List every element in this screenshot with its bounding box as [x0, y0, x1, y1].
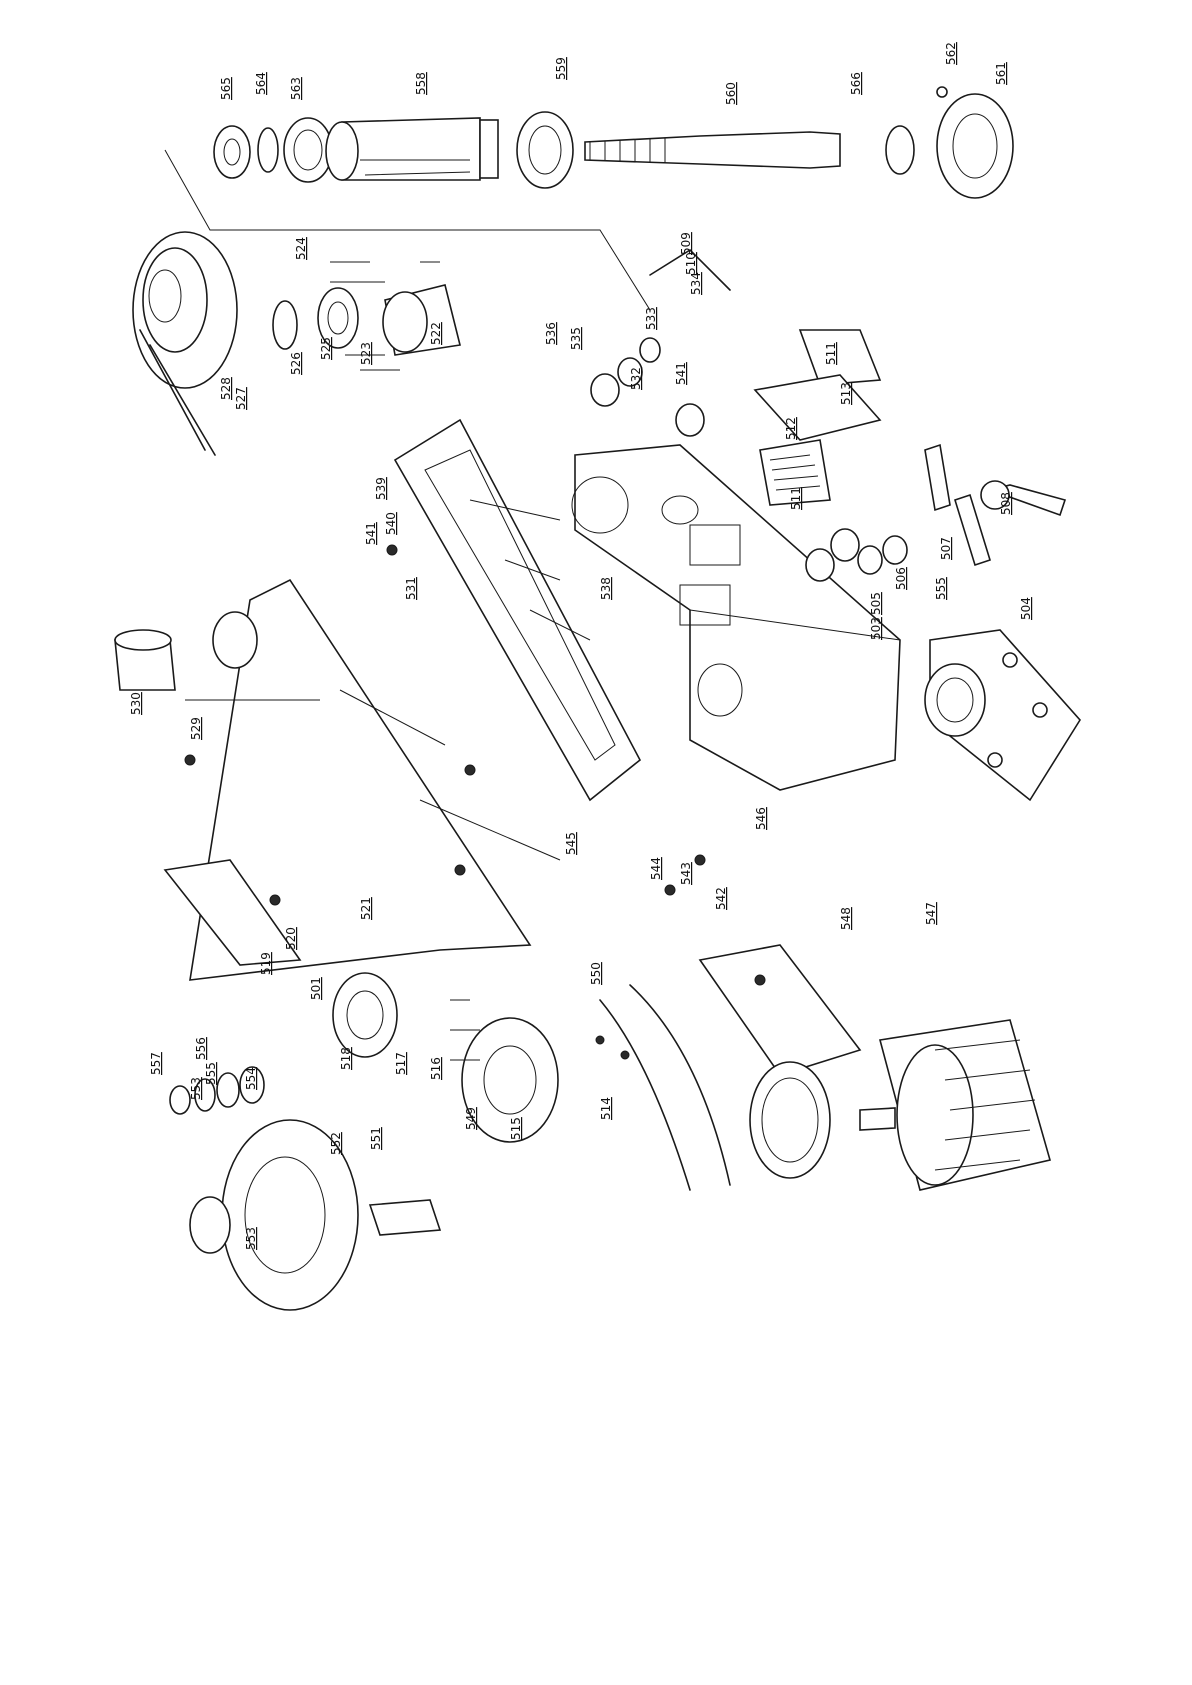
part-label: 555 [934, 577, 948, 600]
part-label: 531 [404, 577, 418, 600]
part-label: 506 [894, 567, 908, 590]
part-label: 566 [849, 72, 863, 95]
part-label: 520 [284, 927, 298, 950]
part-label: 546 [754, 807, 768, 830]
part-label: 526 [289, 352, 303, 375]
part-label: 564 [254, 72, 268, 95]
part-label: 552 [329, 1132, 343, 1155]
motor-mount [925, 630, 1080, 800]
part-label: 563 [289, 77, 303, 100]
part-label: 525 [319, 337, 333, 360]
part-label: 541 [674, 362, 688, 385]
part-label: 544 [649, 857, 663, 880]
part-label: 503 [869, 617, 883, 640]
part-label: 548 [839, 907, 853, 930]
part-label: 559 [554, 57, 568, 80]
part-label: 550 [589, 962, 603, 985]
part-label: 530 [129, 692, 143, 715]
part-label: 508 [999, 492, 1013, 515]
part-label: 501 [309, 977, 323, 1000]
cup [115, 630, 175, 690]
part-label: 534 [689, 272, 703, 295]
part-label: 517 [394, 1052, 408, 1075]
part-label: 545 [564, 832, 578, 855]
part-label: 557 [149, 1052, 163, 1075]
side-plates [755, 330, 880, 505]
motor [860, 1020, 1050, 1190]
part-label: 514 [599, 1097, 613, 1120]
part-label: 513 [839, 382, 853, 405]
part-label: 510 [684, 252, 698, 275]
part-label: 527 [234, 387, 248, 410]
part-label: 519 [259, 952, 273, 975]
part-label: 539 [374, 477, 388, 500]
part-label: 528 [219, 377, 233, 400]
part-label: 507 [939, 537, 953, 560]
part-label: 551 [369, 1127, 383, 1150]
part-label: 538 [599, 577, 613, 600]
part-label: 515 [509, 1117, 523, 1140]
part-label: 558 [414, 72, 428, 95]
part-label: 561 [994, 62, 1008, 85]
top-pulley-assembly [133, 232, 460, 455]
part-label: 536 [544, 322, 558, 345]
part-label: 547 [924, 902, 938, 925]
part-label: 554 [244, 1067, 258, 1090]
part-label: 529 [189, 717, 203, 740]
part-label: 504 [1019, 597, 1033, 620]
part-label: 535 [569, 327, 583, 350]
part-label: 533 [644, 307, 658, 330]
part-label: 524 [294, 237, 308, 260]
part-label: 560 [724, 82, 738, 105]
part-label: 518 [339, 1047, 353, 1070]
part-label: 553 [189, 1077, 203, 1100]
part-label: 511 [789, 487, 803, 510]
part-label: 516 [429, 1057, 443, 1080]
part-label: 556 [194, 1037, 208, 1060]
part-label: 521 [359, 897, 373, 920]
part-label: 543 [679, 862, 693, 885]
part-label: 555 [204, 1062, 218, 1085]
part-label: 532 [629, 367, 643, 390]
part-label: 511 [824, 342, 838, 365]
part-label: 542 [714, 887, 728, 910]
part-label: 553 [244, 1227, 258, 1250]
part-label: 562 [944, 42, 958, 65]
part-label: 523 [359, 342, 373, 365]
part-label: 540 [384, 512, 398, 535]
part-label: 549 [464, 1107, 478, 1130]
part-label: 565 [219, 77, 233, 100]
spindle-assembly [165, 87, 1013, 310]
part-label: 522 [429, 322, 443, 345]
part-label: 541 [364, 522, 378, 545]
part-label: 509 [679, 232, 693, 255]
part-label: 512 [784, 417, 798, 440]
part-label: 505 [869, 592, 883, 615]
belt-and-bracket [600, 945, 860, 1190]
